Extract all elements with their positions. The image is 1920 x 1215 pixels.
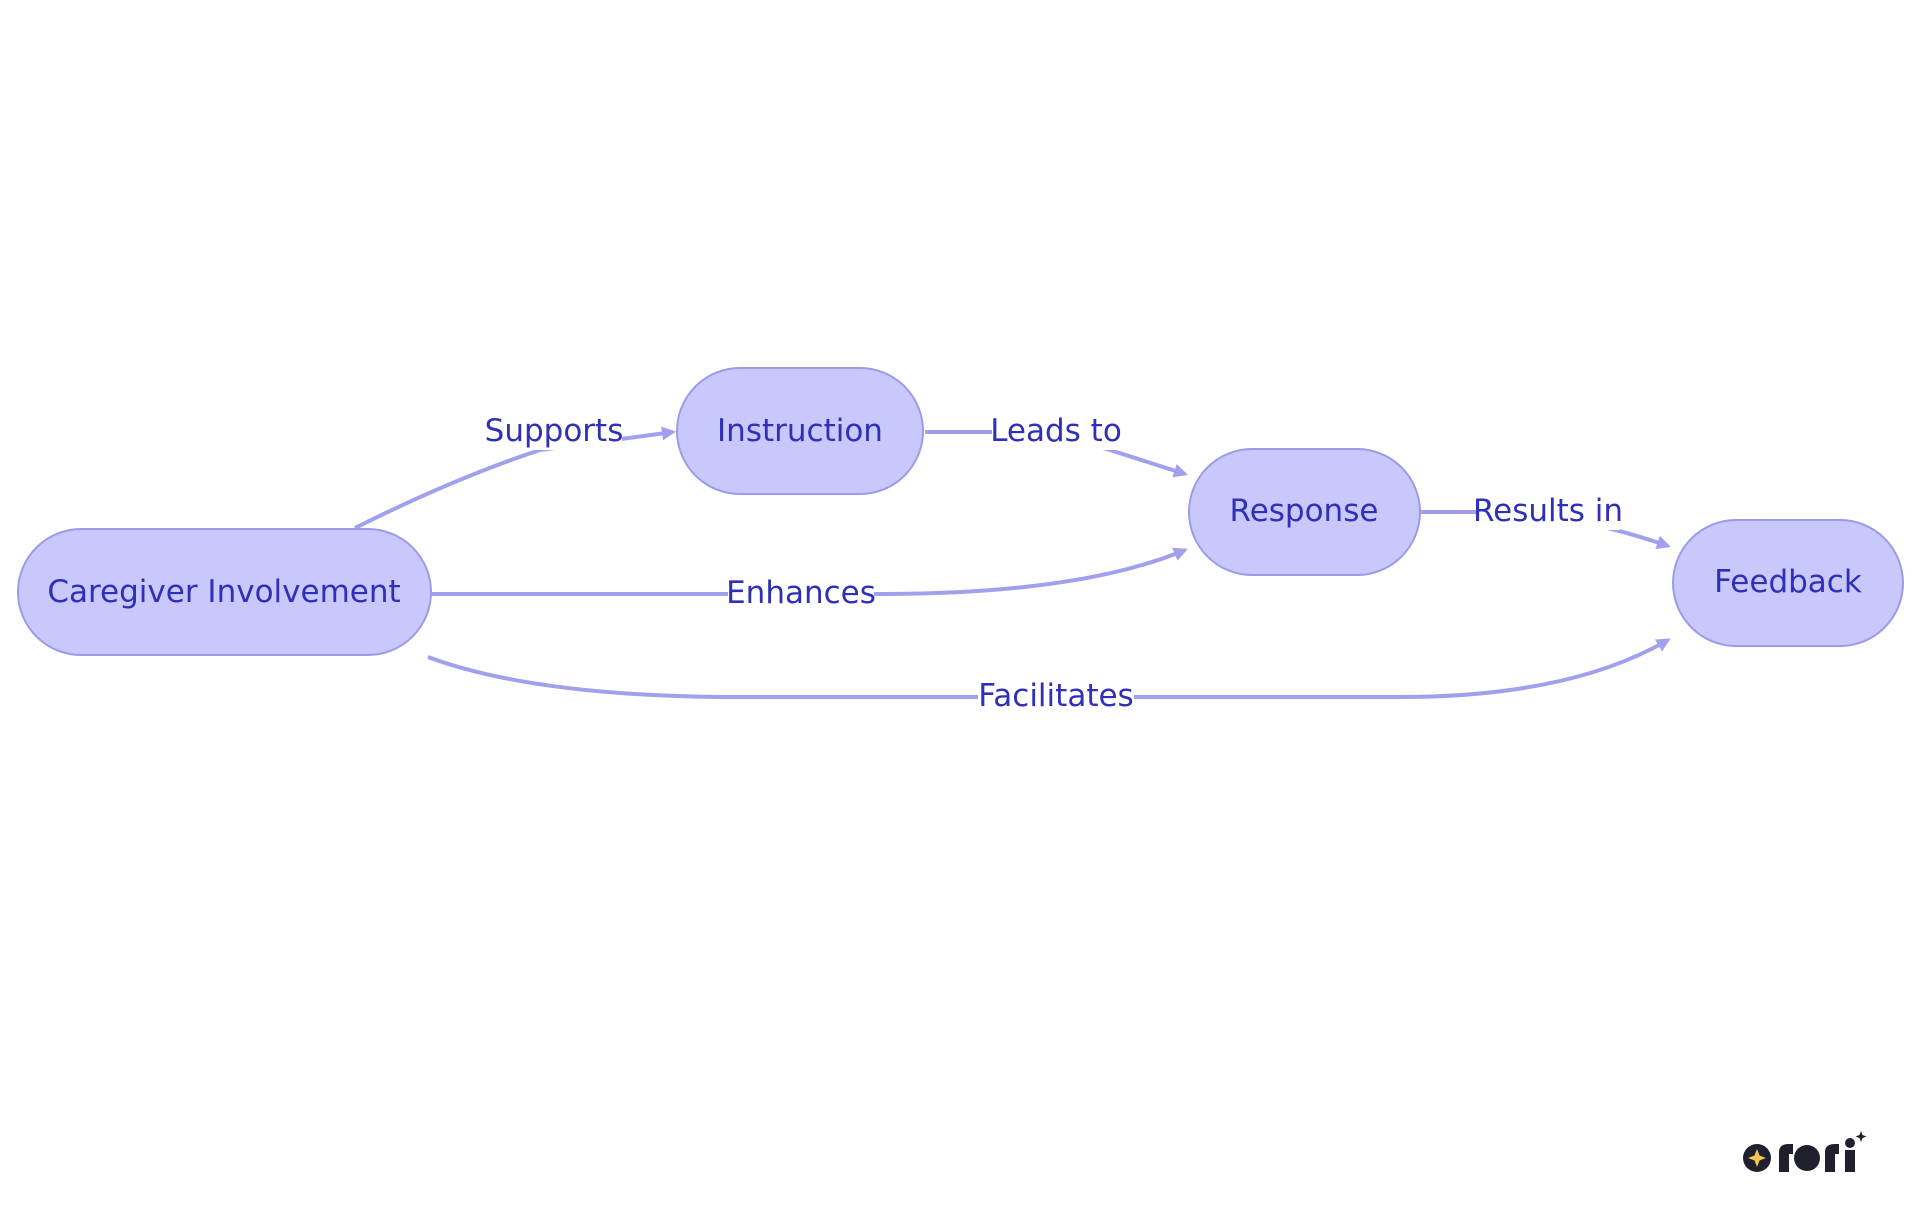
node-caregiver-involvement: Caregiver Involvement (17, 528, 432, 656)
node-instruction: Instruction (676, 367, 924, 495)
edge-caregiver-response (430, 547, 1188, 596)
edge-label-results-in: Results in (1473, 493, 1623, 529)
edge-label-leads-to: Leads to (990, 413, 1122, 449)
edge-caregiver-instruction (354, 426, 676, 530)
node-label-response: Response (1230, 493, 1379, 529)
edges (354, 426, 1671, 699)
edge-label-supports: Supports (485, 413, 624, 449)
node-feedback: Feedback (1672, 519, 1904, 647)
edge-caregiver-feedback (427, 638, 1671, 699)
node-label-feedback: Feedback (1714, 564, 1862, 600)
edge-label-facilitates: Facilitates (978, 678, 1133, 714)
rori-logo-icon (1743, 1131, 1867, 1172)
node-label-caregiver-involvement: Caregiver Involvement (47, 574, 400, 610)
node-label-instruction: Instruction (717, 413, 883, 449)
edge-labels: Supports Leads to Enhances Results in Fa… (485, 412, 1623, 715)
edge-label-enhances: Enhances (726, 575, 876, 611)
node-response: Response (1188, 448, 1421, 576)
